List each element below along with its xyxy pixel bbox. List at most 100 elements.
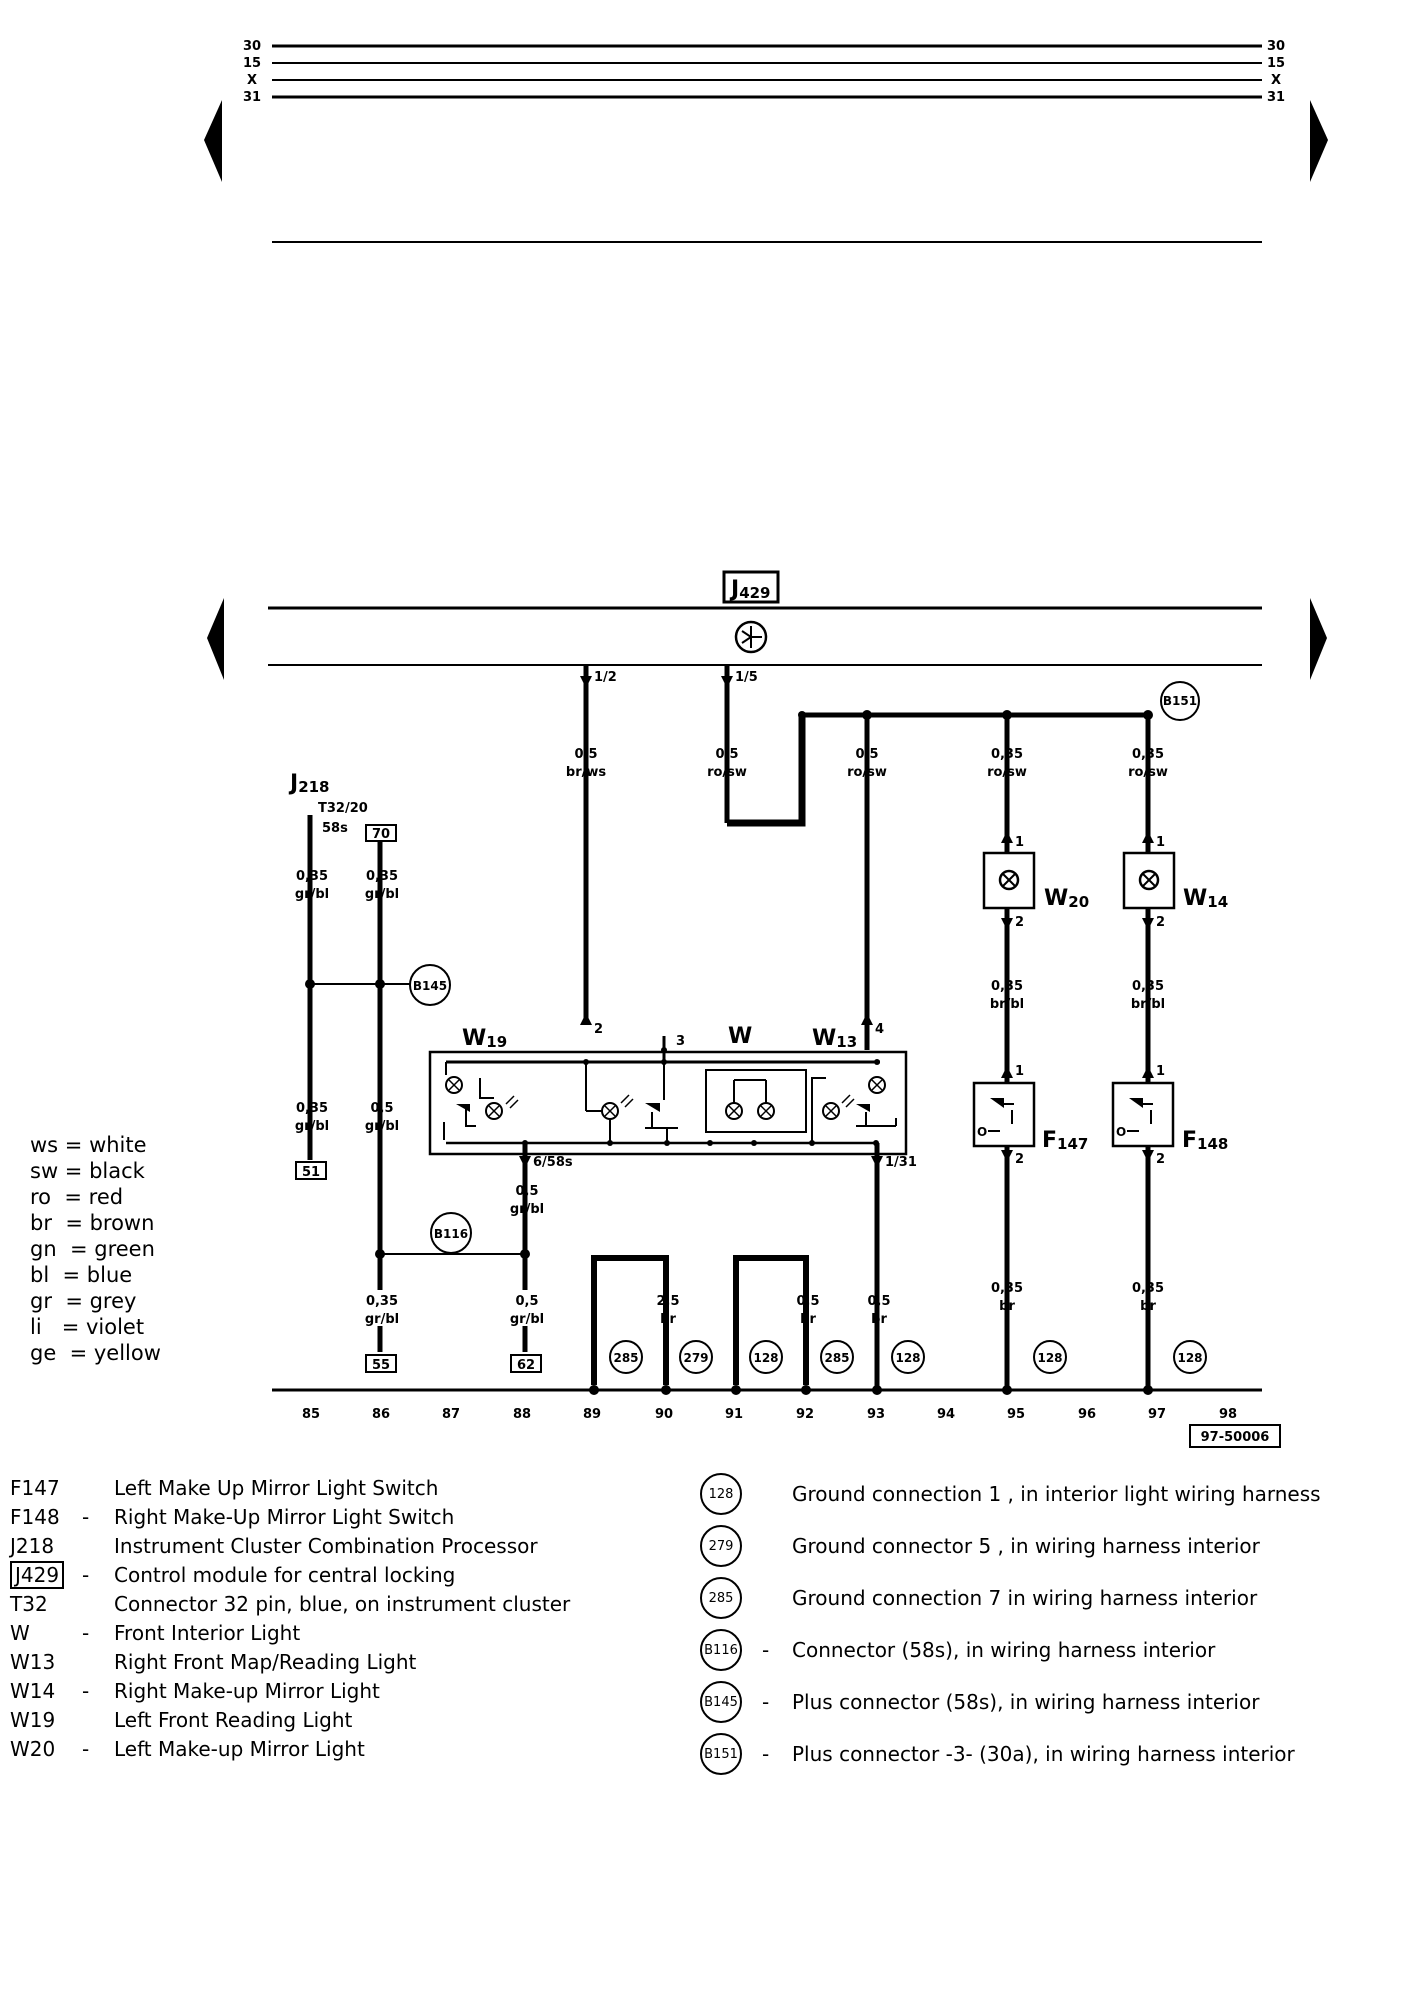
color-legend-item: bl = blue	[30, 1263, 133, 1287]
legend-dash: -	[82, 1621, 90, 1645]
pin-label-2: 2	[1015, 1152, 1024, 1167]
bulb-icon	[868, 1076, 886, 1094]
wire-size: 2,5	[656, 1294, 679, 1309]
switch-icon	[456, 1104, 470, 1112]
track-number: 92	[796, 1407, 814, 1422]
page-next-arrow-icon[interactable]	[1310, 100, 1328, 182]
pin-label-2: 2	[594, 1022, 603, 1037]
pin-label-2: 2	[1015, 915, 1024, 930]
ground-label: 128	[1177, 1351, 1202, 1365]
ground-285	[609, 1340, 643, 1374]
wire-size: 0,5	[867, 1294, 890, 1309]
wire-size: 0,35	[296, 1101, 328, 1116]
connector-box-62	[510, 1354, 542, 1373]
j218-label: J218	[288, 771, 330, 796]
wire-color: br/ws	[566, 765, 606, 780]
color-legend-item: br = brown	[30, 1211, 155, 1235]
wire-color: gr/bl	[295, 1119, 329, 1134]
track-number: 86	[372, 1407, 390, 1422]
wire-j429-1-5: 1/5 0,5 ro/sw B151	[707, 665, 1200, 827]
component-code: W13	[10, 1650, 56, 1674]
connector-box-55-label: 55	[372, 1358, 390, 1373]
pin-label-1-31: 1/31	[885, 1155, 917, 1170]
switch-icon	[645, 1103, 660, 1112]
connector-box-70	[365, 824, 397, 842]
wire-color: br/bl	[1131, 997, 1165, 1012]
w20-label: W20	[1044, 886, 1089, 911]
wiring-diagram: 30 15 X 31 30 15 X 31 J429 1/2 0,5 br/ws	[204, 39, 1328, 1448]
wire-color: gr/bl	[365, 1119, 399, 1134]
j429-module: J429	[268, 570, 1262, 666]
pin-arrow-icon	[1001, 918, 1013, 930]
wire-color: br	[1140, 1299, 1156, 1314]
legend-dash	[82, 1648, 114, 1677]
component-legend-row: W14-Right Make-up Mirror Light	[10, 1677, 570, 1706]
component-description: Right Make-Up Mirror Light Switch	[114, 1505, 455, 1529]
page-prev-arrow-icon[interactable]	[204, 100, 222, 182]
ground-legend-row: B116-Connector (58s), in wiring harness …	[700, 1624, 1321, 1676]
legend-dash: -	[762, 1690, 770, 1714]
ground-symbol: 285	[700, 1577, 742, 1619]
color-legend-item: ws = white	[30, 1133, 147, 1157]
component-code: F148	[10, 1505, 60, 1529]
bulb-icon	[822, 1102, 840, 1120]
wire-color: gr/bl	[510, 1312, 544, 1327]
f148-label: F148	[1182, 1128, 1228, 1153]
bus-label-30-right: 30	[1267, 39, 1285, 54]
pin-label-6-58s: 6/58s	[533, 1155, 573, 1170]
pin-label-1: 1	[1015, 835, 1024, 850]
interior-light-housing	[428, 1050, 908, 1156]
section-next-arrow-icon[interactable]	[1310, 598, 1327, 680]
track-number: 93	[867, 1407, 885, 1422]
ground-128	[1033, 1340, 1067, 1374]
w14-label: W14	[1183, 886, 1228, 911]
switch-open-mark: O	[977, 1125, 987, 1139]
legend-dash	[82, 1532, 114, 1561]
pin-label-1-5: 1/5	[735, 670, 758, 685]
legend-dash	[82, 1474, 114, 1503]
color-legend-item: ro = red	[30, 1185, 124, 1209]
bus-label-x-left: X	[247, 73, 257, 88]
section-prev-arrow-icon[interactable]	[207, 598, 224, 680]
w-central-box	[705, 1069, 807, 1133]
wire-size: 0,35	[991, 747, 1023, 762]
connector-description: Plus connector (58s), in wiring harness …	[792, 1690, 1260, 1714]
bulb-icon	[445, 1076, 463, 1094]
ground-label: 128	[1037, 1351, 1062, 1365]
ground-label: 128	[895, 1351, 920, 1365]
connector-b151-label: B151	[1163, 694, 1197, 708]
bus-label-31-right: 31	[1267, 90, 1285, 105]
wire-color: ro/sw	[1128, 765, 1168, 780]
component-description: Left Make-up Mirror Light	[114, 1737, 365, 1761]
color-legend-item: sw = black	[30, 1159, 145, 1183]
pin-label-3: 3	[676, 1034, 685, 1049]
switch-open-mark: O	[1116, 1125, 1126, 1139]
connector-description: Plus connector -3- (30a), in wiring harn…	[792, 1742, 1295, 1766]
pin-label-1: 1	[1156, 835, 1165, 850]
component-legend-row: W20-Left Make-up Mirror Light	[10, 1735, 570, 1764]
pin-label-1: 1	[1015, 1064, 1024, 1079]
track-number: 95	[1007, 1407, 1025, 1422]
connector-symbol: B151	[700, 1733, 742, 1775]
wire-j429-1-2: 1/2 0,5 br/ws 2	[566, 665, 617, 1037]
f147-label: F147	[1042, 1128, 1088, 1153]
bus-label-31-left: 31	[243, 90, 261, 105]
component-description: Left Make Up Mirror Light Switch	[114, 1476, 439, 1500]
wire-size: 0,35	[991, 1281, 1023, 1296]
component-code: J218	[10, 1534, 55, 1558]
wire-color: gr/bl	[510, 1202, 544, 1217]
wire-size: 0,35	[296, 869, 328, 884]
top-bus: 30 15 X 31 30 15 X 31	[204, 39, 1328, 243]
component-description: Front Interior Light	[114, 1621, 301, 1645]
component-legend-row: F148-Right Make-Up Mirror Light Switch	[10, 1503, 570, 1532]
t32-58s-label: 58s	[322, 821, 348, 836]
bulb-icon	[998, 869, 1020, 891]
wire-size: 0,5	[855, 747, 878, 762]
ground-symbol: 279	[700, 1525, 742, 1567]
wire-size: 0,5	[715, 747, 738, 762]
track-number: 89	[583, 1407, 601, 1422]
track-number: 85	[302, 1407, 320, 1422]
pin-arrow-icon	[580, 676, 592, 688]
